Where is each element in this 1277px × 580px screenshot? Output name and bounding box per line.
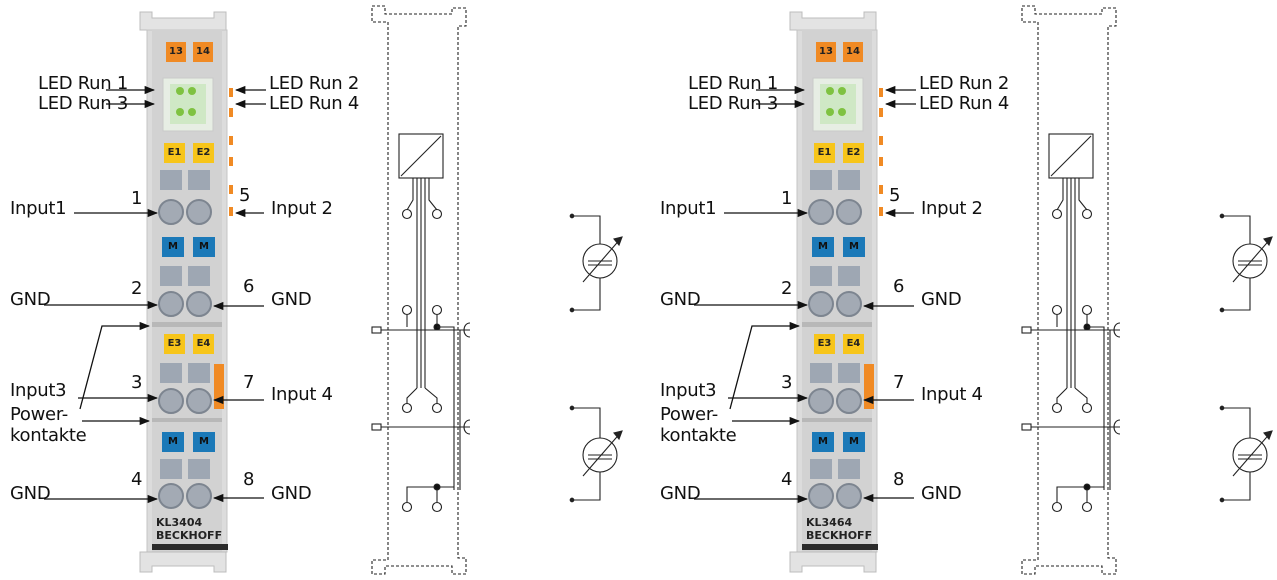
terminal-tag-m2: M — [193, 237, 215, 257]
label-gnd-8: GND — [271, 483, 312, 504]
label-led-run-4: LED Run 4 — [919, 93, 1009, 114]
label-gnd-2: GND — [660, 289, 701, 310]
label-led-run-1: LED Run 1 — [688, 73, 778, 94]
label-input-4: Input 4 — [921, 384, 983, 405]
circuit-schematic — [1021, 5, 1121, 575]
terminal-number-3: 3 — [131, 372, 143, 393]
terminal-diagram: 13 14 E1 E2 M M E3 E4 M M KL3464 BECKHOF… — [650, 0, 1277, 580]
label-arrows — [694, 85, 916, 504]
sensor-symbols — [569, 213, 623, 503]
brand-name: BECKHOFF — [156, 529, 223, 542]
terminal-tag-m1: M — [162, 237, 184, 257]
terminal-tag-e4: E4 — [843, 334, 864, 354]
terminal-housing — [139, 11, 233, 573]
terminal-tag-e2: E2 — [193, 143, 214, 163]
terminal-tag-e3: E3 — [164, 334, 185, 354]
label-led-run-1: LED Run 1 — [38, 73, 128, 94]
sensor-lower — [1219, 405, 1273, 503]
sensor-lower — [569, 405, 623, 503]
terminal-number-2: 2 — [131, 278, 143, 299]
terminal-number-1: 1 — [781, 188, 793, 209]
terminal-tag-e1: E1 — [814, 143, 835, 163]
terminal-number-5: 5 — [889, 185, 901, 206]
label-kontakte: kontakte — [660, 425, 737, 446]
terminal-tag-m3: M — [812, 432, 834, 452]
terminal-number-8: 8 — [893, 469, 905, 490]
label-gnd-8: GND — [921, 483, 962, 504]
label-input-2: Input 2 — [271, 198, 333, 219]
label-input-3: Input3 — [660, 380, 717, 401]
label-input-2: Input 2 — [921, 198, 983, 219]
label-led-run-2: LED Run 2 — [269, 73, 359, 94]
terminal-tag-m1: M — [812, 237, 834, 257]
terminal-number-4: 4 — [131, 469, 143, 490]
terminal-number-6: 6 — [243, 276, 255, 297]
model-number: KL3464 — [806, 516, 853, 529]
terminal-tag-e3: E3 — [814, 334, 835, 354]
terminal-diagram: 13 14 E1 E2 M M E3 E4 M M KL3404 BECKHOF… — [10, 5, 623, 575]
label-input-3: Input3 — [10, 380, 67, 401]
sensor-upper — [1219, 213, 1273, 313]
label-power: Power- — [10, 404, 68, 425]
terminal-tag-e4: E4 — [193, 334, 214, 354]
connector-slots — [158, 170, 212, 509]
label-gnd-4: GND — [660, 483, 701, 504]
terminal-number-3: 3 — [781, 372, 793, 393]
sensor-symbols — [1219, 213, 1273, 503]
terminal-tag-14: 14 — [193, 42, 213, 62]
label-led-run-4: LED Run 4 — [269, 93, 359, 114]
circuit-schematic — [371, 5, 471, 575]
terminal-tag-m4: M — [193, 432, 215, 452]
power-contact-dashes — [879, 88, 883, 216]
label-led-run-3: LED Run 3 — [38, 93, 128, 114]
label-arrows — [44, 85, 266, 504]
label-kontakte: kontakte — [10, 425, 87, 446]
terminal-tag-e1: E1 — [164, 143, 185, 163]
terminal-number-8: 8 — [243, 469, 255, 490]
connector-slots — [808, 170, 862, 509]
terminal-number-5: 5 — [239, 185, 251, 206]
label-power: Power- — [660, 404, 718, 425]
power-contact-dashes — [229, 88, 233, 216]
label-led-run-2: LED Run 2 — [919, 73, 1009, 94]
terminal-tag-m3: M — [162, 432, 184, 452]
brand-name: BECKHOFF — [806, 529, 873, 542]
model-number: KL3404 — [156, 516, 203, 529]
terminal-number-7: 7 — [893, 372, 905, 393]
terminal-tag-14: 14 — [843, 42, 863, 62]
terminal-tag-e2: E2 — [843, 143, 864, 163]
label-gnd-6: GND — [271, 289, 312, 310]
terminal-number-1: 1 — [131, 188, 143, 209]
diagram-graphics — [694, 5, 1273, 575]
terminal-number-4: 4 — [781, 469, 793, 490]
terminal-housing — [789, 11, 883, 573]
label-input-4: Input 4 — [271, 384, 333, 405]
led-run-indicators — [176, 87, 196, 116]
led-run-indicators — [826, 87, 846, 116]
label-gnd-4: GND — [10, 483, 51, 504]
terminal-tag-m4: M — [843, 432, 865, 452]
terminal-tag-m2: M — [843, 237, 865, 257]
terminal-tag-13: 13 — [816, 42, 836, 62]
label-led-run-3: LED Run 3 — [688, 93, 778, 114]
label-input-1: Input1 — [660, 198, 717, 219]
terminal-number-2: 2 — [781, 278, 793, 299]
diagram-graphics — [44, 5, 623, 575]
terminal-number-6: 6 — [893, 276, 905, 297]
sensor-upper — [569, 213, 623, 313]
label-gnd-2: GND — [10, 289, 51, 310]
label-input-1: Input1 — [10, 198, 67, 219]
label-gnd-6: GND — [921, 289, 962, 310]
terminal-tag-13: 13 — [166, 42, 186, 62]
terminal-number-7: 7 — [243, 372, 255, 393]
